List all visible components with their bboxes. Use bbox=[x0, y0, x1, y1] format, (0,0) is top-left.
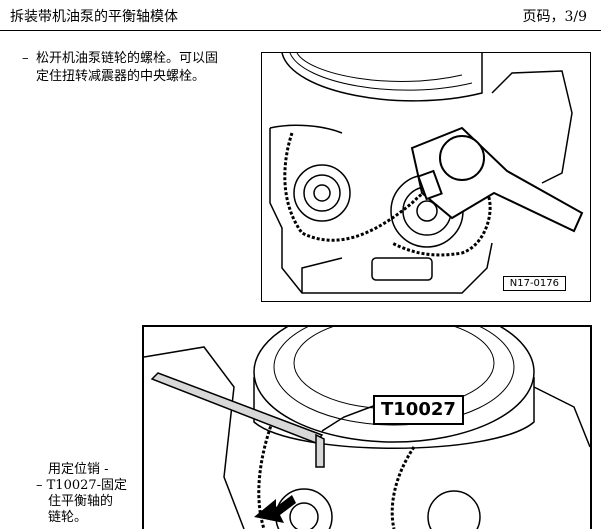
note-line-4: 链轮。 bbox=[48, 510, 88, 525]
instruction-line-2: 定住扭转减震器的中央螺栓。 bbox=[36, 69, 206, 84]
instruction-step-2: 用定位销 - – T10027-固定 住平衡轴的 链轮。 bbox=[36, 462, 127, 526]
figure-loosen-sprocket-bolt: N17-0176 bbox=[261, 52, 591, 302]
figure-locking-pin bbox=[142, 325, 592, 529]
header-divider bbox=[0, 30, 601, 31]
figure-code-label: N17-0176 bbox=[502, 276, 566, 291]
bullet-dash: – bbox=[22, 51, 29, 66]
engine-illustration-2 bbox=[144, 327, 590, 529]
tool-number-label: T10027 bbox=[373, 395, 464, 425]
document-title: 拆装带机油泵的平衡轴模体 bbox=[10, 9, 178, 25]
instruction-line-1: 松开机油泵链轮的螺栓。可以固 bbox=[36, 51, 219, 66]
instruction-step-1: – 松开机油泵链轮的螺栓。可以固 定住扭转减震器的中央螺栓。 bbox=[22, 50, 256, 86]
note-line-1: 用定位销 - bbox=[48, 462, 109, 477]
page-number: 页码，3/9 bbox=[522, 9, 587, 25]
note-line-2: – T10027-固定 bbox=[36, 478, 128, 493]
note-line-3: 住平衡轴的 bbox=[48, 494, 114, 509]
engine-illustration-1 bbox=[269, 53, 584, 294]
